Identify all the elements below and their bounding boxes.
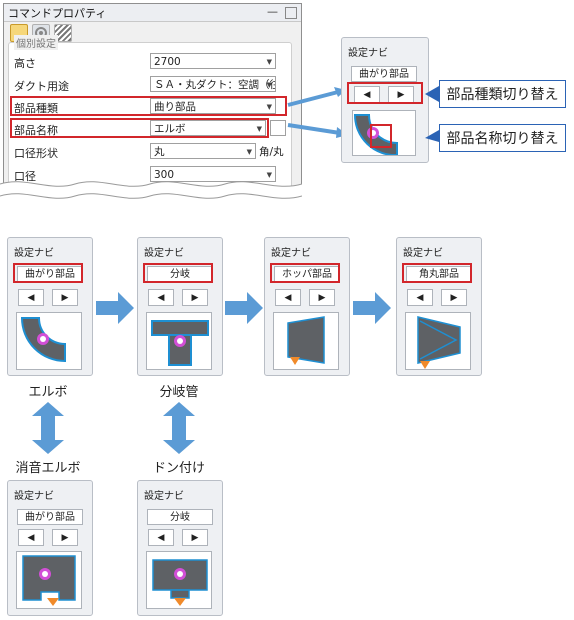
- branch-duct-icon: [151, 320, 209, 366]
- part-preview[interactable]: [273, 312, 339, 370]
- caption-silencer-elbow: 消音エルボ: [15, 461, 81, 476]
- window-titlebar: コマンドプロパティ —: [4, 4, 301, 22]
- minimize-button[interactable]: —: [267, 5, 278, 18]
- highlight-kind-hopper: [270, 263, 340, 283]
- arrow-right-icon: [353, 292, 391, 324]
- caption-don-tsuke: ドン付け: [152, 461, 205, 476]
- chevron-down-icon: ▼: [266, 103, 272, 111]
- group-title: 個別設定: [14, 35, 58, 50]
- port-size-select[interactable]: 300▼: [150, 166, 276, 182]
- highlight-kind-elbow: [13, 263, 83, 283]
- prev-button[interactable]: ◀: [18, 529, 44, 546]
- double-arrow-icon: [32, 402, 64, 454]
- part-preview[interactable]: [405, 312, 471, 370]
- part-kind-label: 曲がり部品: [351, 66, 417, 82]
- chevron-down-icon: ▼: [246, 148, 252, 156]
- connector-arrows: [287, 87, 348, 138]
- chevron-down-icon: ▼: [256, 125, 262, 133]
- property-row-part-name: 部品名称 エルボ▼: [10, 119, 288, 139]
- caption-elbow: エルボ: [28, 385, 68, 400]
- property-row-height: 高さ 2700▼: [10, 52, 288, 72]
- panel-title: 設定ナビ: [144, 248, 184, 259]
- part-preview[interactable]: [16, 551, 82, 609]
- maximize-button[interactable]: [285, 7, 297, 19]
- don-tsuke-duct-icon: [152, 559, 208, 606]
- chevron-down-icon: ▼: [266, 171, 272, 179]
- next-button[interactable]: ▶: [309, 289, 335, 306]
- part-preview[interactable]: [146, 312, 212, 370]
- torn-edge: [0, 181, 302, 212]
- port-shape-select[interactable]: 丸▼: [150, 143, 256, 159]
- setting-navi-panel-main: 設定ナビ 曲がり部品 ◀ ▶: [341, 37, 429, 163]
- setting-navi-panel-hopper: 設定ナビ ホッパ部品 ◀ ▶: [264, 237, 350, 376]
- panel-title: 設定ナビ: [14, 248, 54, 259]
- shape-toggle-label[interactable]: 角/丸: [259, 146, 284, 158]
- next-button[interactable]: ▶: [182, 529, 208, 546]
- setting-navi-panel-branch: 設定ナビ 分岐 ◀ ▶: [137, 237, 223, 376]
- next-button[interactable]: ▶: [182, 289, 208, 306]
- highlight-kind-square-round: [402, 263, 472, 283]
- prev-button[interactable]: ◀: [18, 289, 44, 306]
- property-label: ダクト用途: [14, 80, 69, 93]
- panel-title: 設定ナビ: [271, 248, 311, 259]
- property-label: 部品名称: [14, 124, 58, 137]
- next-button[interactable]: ▶: [441, 289, 467, 306]
- part-kind-label: 分岐: [147, 509, 213, 525]
- part-kind-label: 曲がり部品: [17, 509, 83, 525]
- chevron-down-icon: ▼: [266, 58, 272, 66]
- highlight-part-kind: [10, 96, 287, 116]
- setting-navi-panel-elbow: 設定ナビ 曲がり部品 ◀ ▶: [7, 237, 93, 376]
- silencer-elbow-icon: [22, 555, 76, 606]
- command-properties-window: コマンドプロパティ — 個別設定 高さ 2700▼ ダクト用途 ＳＡ・丸ダクト：…: [0, 0, 302, 212]
- hopper-duct-icon: [287, 316, 325, 365]
- property-label: 高さ: [14, 57, 36, 70]
- prev-button[interactable]: ◀: [407, 289, 433, 306]
- property-row-duct-use: ダクト用途 ＳＡ・丸ダクト：空調（往）▼: [10, 75, 288, 95]
- setting-navi-panel-don-tsuke: 設定ナビ 分岐 ◀ ▶: [137, 480, 223, 616]
- window-title: コマンドプロパティ: [8, 7, 107, 20]
- highlight-nav-buttons: [347, 82, 423, 104]
- highlight-kind-branch: [143, 263, 213, 283]
- property-label: 口径形状: [14, 147, 58, 160]
- height-field[interactable]: 2700▼: [150, 53, 276, 69]
- panel-title: 設定ナビ: [348, 48, 388, 59]
- setting-navi-panel-square-round: 設定ナビ 角丸部品 ◀ ▶: [396, 237, 482, 376]
- property-row-port-size: 口径 300▼: [10, 165, 288, 185]
- property-label: 部品種類: [14, 102, 58, 115]
- part-kind-select[interactable]: 曲り部品▼: [150, 98, 276, 114]
- part-name-select[interactable]: エルボ▼: [150, 120, 266, 136]
- property-row-port-shape: 口径形状 丸▼ 角/丸: [10, 142, 288, 162]
- callout-kind-switch: 部品種類切り替え: [439, 80, 566, 108]
- square-round-duct-icon: [417, 316, 461, 369]
- property-row-part-kind: 部品種類 曲り部品▼: [10, 97, 288, 117]
- arrow-right-icon: [96, 292, 134, 324]
- part-preview[interactable]: [16, 312, 82, 370]
- hatch-icon[interactable]: [54, 24, 72, 42]
- double-arrow-icon: [163, 402, 195, 454]
- prev-button[interactable]: ◀: [275, 289, 301, 306]
- prev-button[interactable]: ◀: [148, 529, 174, 546]
- panel-title: 設定ナビ: [14, 491, 54, 502]
- prev-button[interactable]: ◀: [148, 289, 174, 306]
- caption-branch: 分岐管: [159, 385, 199, 400]
- part-name-button[interactable]: [270, 120, 286, 136]
- elbow-duct-icon: [20, 317, 66, 363]
- panel-title: 設定ナビ: [403, 248, 443, 259]
- part-preview[interactable]: [146, 551, 212, 609]
- callout-pointers: [425, 86, 439, 142]
- next-button[interactable]: ▶: [52, 289, 78, 306]
- arrow-right-icon: [225, 292, 263, 324]
- setting-navi-panel-silencer-elbow: 設定ナビ 曲がり部品 ◀ ▶: [7, 480, 93, 616]
- next-button[interactable]: ▶: [52, 529, 78, 546]
- highlight-part-preview: [370, 124, 392, 148]
- property-label: 口径: [14, 170, 36, 183]
- highlight-part-name: [10, 118, 269, 138]
- panel-title: 設定ナビ: [144, 491, 184, 502]
- callout-name-switch: 部品名称切り替え: [439, 124, 566, 152]
- duct-use-select[interactable]: ＳＡ・丸ダクト：空調（往）▼: [150, 76, 276, 92]
- chevron-down-icon: ▼: [266, 81, 272, 89]
